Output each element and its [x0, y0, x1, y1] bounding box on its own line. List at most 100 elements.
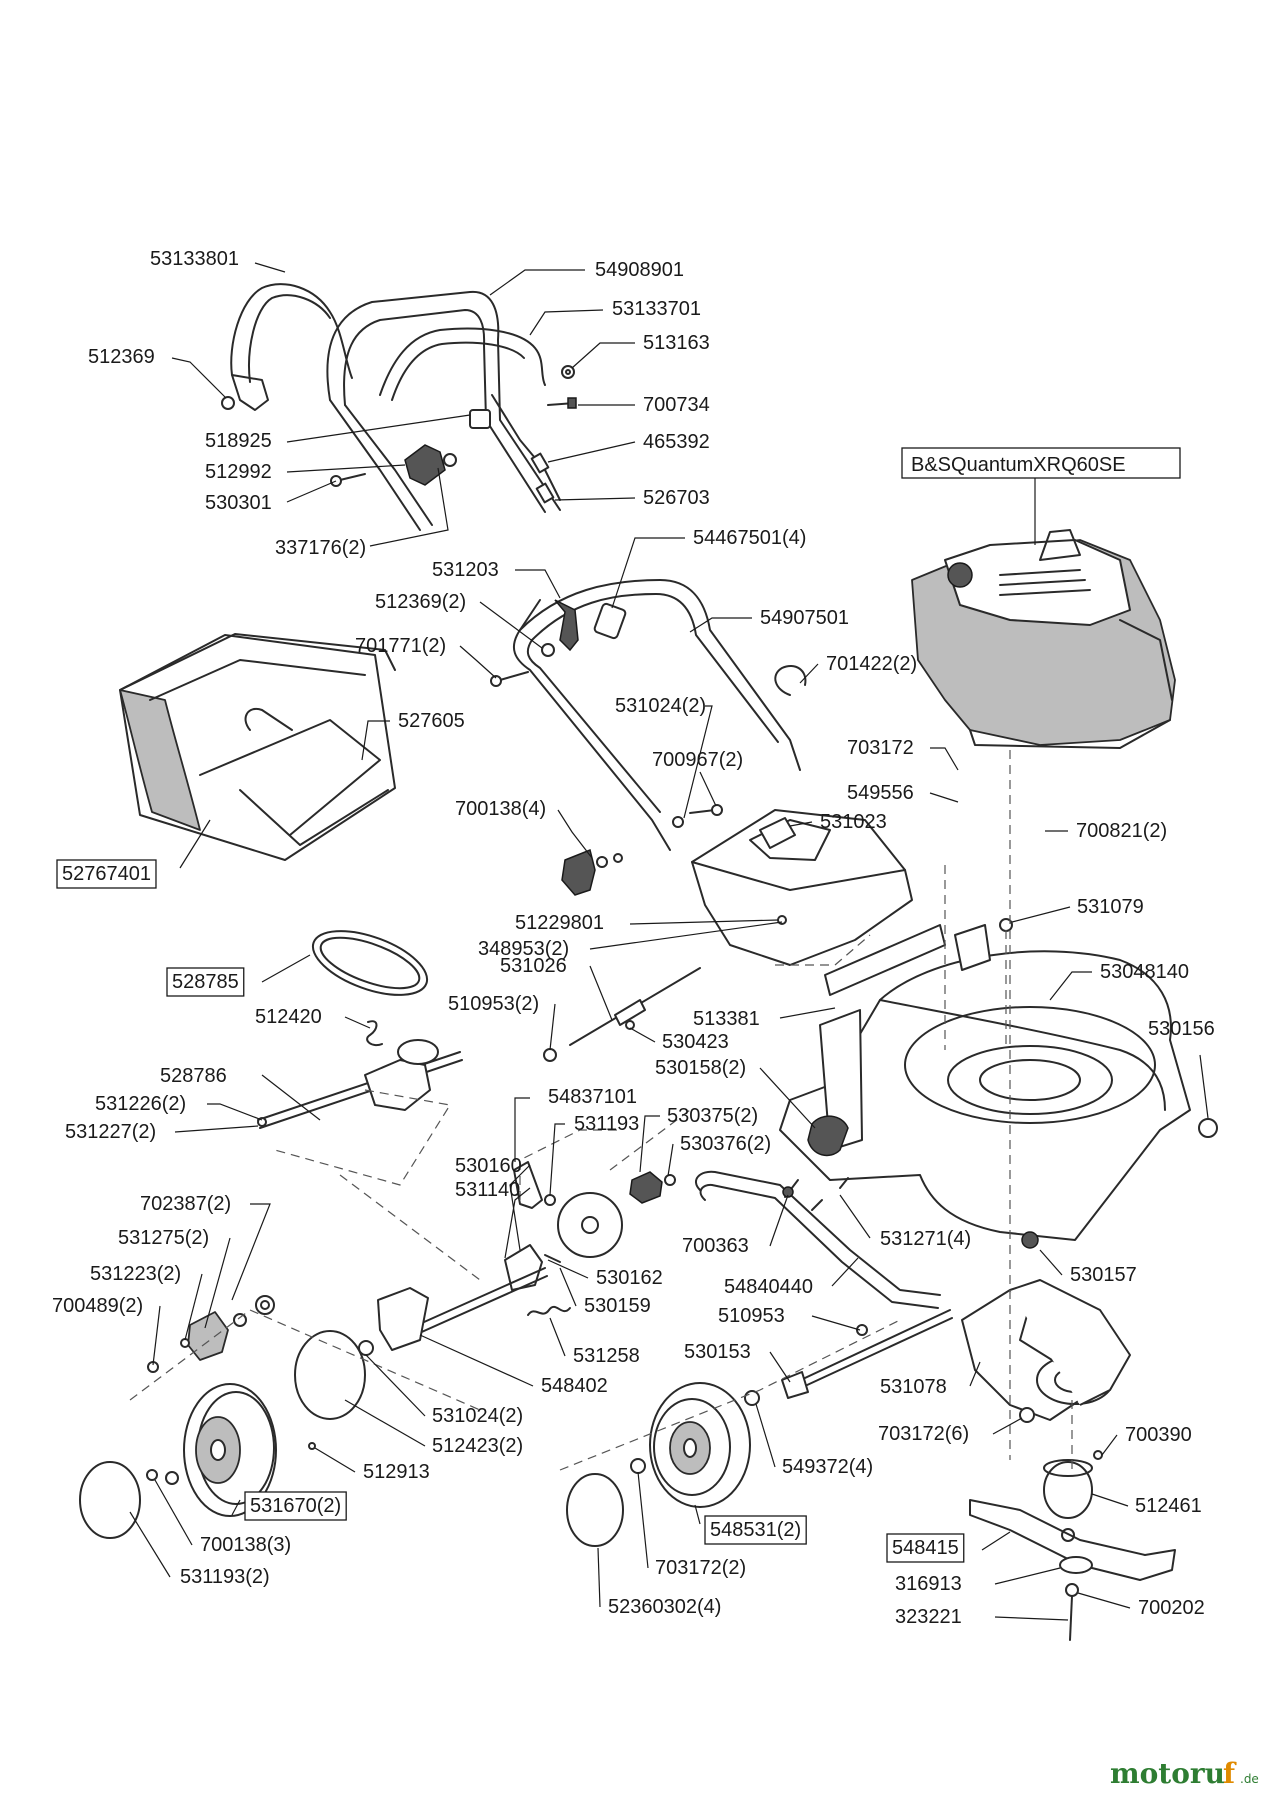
- part-label-530301-9-leader: [286, 480, 337, 503]
- part-label-702387-2-48-leader: [231, 1203, 271, 1301]
- part-label-52360302-4-79: 52360302(4): [608, 1596, 721, 1618]
- part-label-531258-59: 531258: [573, 1345, 640, 1367]
- watermark: motoru f .de: [1110, 1757, 1259, 1790]
- part-label-530160-46: 530160: [455, 1155, 522, 1177]
- drive-belt: [311, 930, 429, 996]
- part-label-700202-76: 700202: [1138, 1597, 1205, 1619]
- part-label-337176-2-11-leader: [369, 467, 449, 547]
- knob-512369: [221, 396, 235, 410]
- part-label-548531-2-71-leader: [694, 1504, 701, 1525]
- part-label-531258-59-leader: [549, 1317, 566, 1357]
- rear-wheel-hub-center: [210, 1439, 226, 1461]
- clip-531223-inner: [260, 1300, 270, 1310]
- part-label-531271-4-49: 531271(4): [880, 1228, 971, 1250]
- part-label-531670-2-69-box: [244, 1491, 347, 1521]
- part-label-701422-2-17: 701422(2): [826, 653, 917, 675]
- upper-handle-left: [230, 283, 353, 379]
- nut-703172-wheel: [630, 1458, 646, 1474]
- screw-700967: [689, 809, 716, 814]
- upper-handle-bracket: [231, 374, 269, 411]
- part-label-530301-9: 530301: [205, 492, 272, 514]
- washer-700138-wheel: [146, 1469, 158, 1481]
- part-label-512423-2-64-leader: [344, 1399, 426, 1447]
- screw-531271-2: [839, 1177, 849, 1189]
- part-label-700489-2-57: 700489(2): [52, 1295, 143, 1317]
- washer-700138-2: [613, 853, 623, 863]
- part-label-526703-10-leader: [554, 497, 636, 501]
- part-label-530423-36: 530423: [662, 1031, 729, 1053]
- part-label-526703-10: 526703: [643, 487, 710, 509]
- part-label-51229801-27: 51229801: [515, 912, 604, 934]
- part-label-701422-2-17-leader: [799, 663, 819, 684]
- part-label-513163-4-leader: [571, 342, 635, 369]
- part-label-530162-52: 530162: [596, 1267, 663, 1289]
- part-label-52767401-26: 52767401: [62, 863, 151, 885]
- part-label-513381-34-leader: [779, 1007, 836, 1019]
- bolt-323221: [1069, 1595, 1073, 1641]
- watermark-text-3: .de: [1240, 1772, 1259, 1786]
- clip-530158: [807, 1115, 849, 1157]
- screw-700363-head: [782, 1186, 794, 1198]
- part-label-512369-2-14: 512369(2): [375, 591, 466, 613]
- part-label-54907501-15: 54907501: [760, 607, 849, 629]
- part-label-531193-2-77-leader: [129, 1511, 171, 1578]
- part-label-700138-4-25: 700138(4): [455, 798, 546, 820]
- part-label-531079-29: 531079: [1077, 896, 1144, 918]
- part-label-530158-2-38: 530158(2): [655, 1057, 746, 1079]
- front-axle-adjuster-2: [699, 1183, 939, 1309]
- spring-512420: [366, 1020, 383, 1046]
- part-label-531140-47: 531140: [455, 1179, 520, 1201]
- part-label-531226-2-41: 531226(2): [95, 1093, 186, 1115]
- part-label-54467501-4-13: 54467501(4): [693, 527, 806, 549]
- screw-530301: [339, 473, 366, 481]
- engine-base: [969, 719, 1171, 749]
- part-label-703172-6-65-leader: [992, 1417, 1023, 1435]
- part-label-700967-2-20: 700967(2): [652, 749, 743, 771]
- part-label-510953-2-33: 510953(2): [448, 993, 539, 1015]
- clip-530157: [1021, 1231, 1039, 1249]
- part-label-512992-8-leader: [286, 464, 406, 473]
- screw-701771: [499, 671, 529, 681]
- part-label-531024-2-63-leader: [365, 1354, 426, 1417]
- part-label-548415-72-box: [886, 1533, 965, 1563]
- part-label-528785-32: 528785: [172, 971, 239, 993]
- part-label-54467501-4-13-leader: [611, 537, 685, 609]
- part-label-316913-74: 316913: [895, 1573, 962, 1595]
- grass-catcher-frame: [119, 634, 396, 861]
- part-label-531271-4-49-leader: [839, 1194, 871, 1239]
- flap-hinge: [954, 924, 991, 971]
- part-label-703172-2-75: 703172(2): [655, 1557, 746, 1579]
- rear-bracket: [377, 1287, 429, 1351]
- engine-label-frame: [901, 447, 1181, 479]
- leader-lines: [129, 262, 1209, 1621]
- part-label-348953-2-28-leader: [589, 921, 783, 950]
- mower-deck-rim: [879, 999, 1166, 1111]
- mower-deck-bowl-outer: [904, 1006, 1156, 1124]
- part-label-323221-78: 323221: [895, 1606, 962, 1628]
- part-label-531227-2-44-leader: [174, 1125, 259, 1133]
- part-label-530157-54-leader: [1039, 1249, 1063, 1276]
- grass-catcher-cross: [199, 719, 381, 836]
- part-label-548531-2-71-box: [704, 1515, 807, 1545]
- main-handle-inner: [343, 309, 546, 513]
- part-label-530153-60: 530153: [684, 1341, 751, 1363]
- assembly-dash-rear-2: [129, 1309, 481, 1411]
- part-label-512461-70: 512461: [1135, 1495, 1202, 1517]
- part-label-701771-2-16: 701771(2): [355, 635, 446, 657]
- screw-701771-head: [490, 675, 502, 687]
- part-label-530162-52-leader: [547, 1259, 589, 1279]
- part-label-530376-2-45: 530376(2): [680, 1133, 771, 1155]
- part-label-700363-51-leader: [769, 1194, 789, 1247]
- part-label-548415-72: 548415: [892, 1537, 959, 1559]
- handle-crossbar-inner: [391, 341, 525, 401]
- part-label-702387-2-48: 702387(2): [140, 1193, 231, 1215]
- clip-531226: [257, 1117, 267, 1127]
- part-label-512913-67: 512913: [363, 1461, 430, 1483]
- part-label-531223-2-53: 531223(2): [90, 1263, 181, 1285]
- washer-549372: [744, 1390, 760, 1406]
- part-label-530156-37: 530156: [1148, 1018, 1215, 1040]
- part-label-700363-51: 700363: [682, 1235, 749, 1257]
- part-label-527605-18: 527605: [398, 710, 465, 732]
- washer-513163: [561, 365, 575, 379]
- part-label-510953-58-leader: [811, 1315, 861, 1331]
